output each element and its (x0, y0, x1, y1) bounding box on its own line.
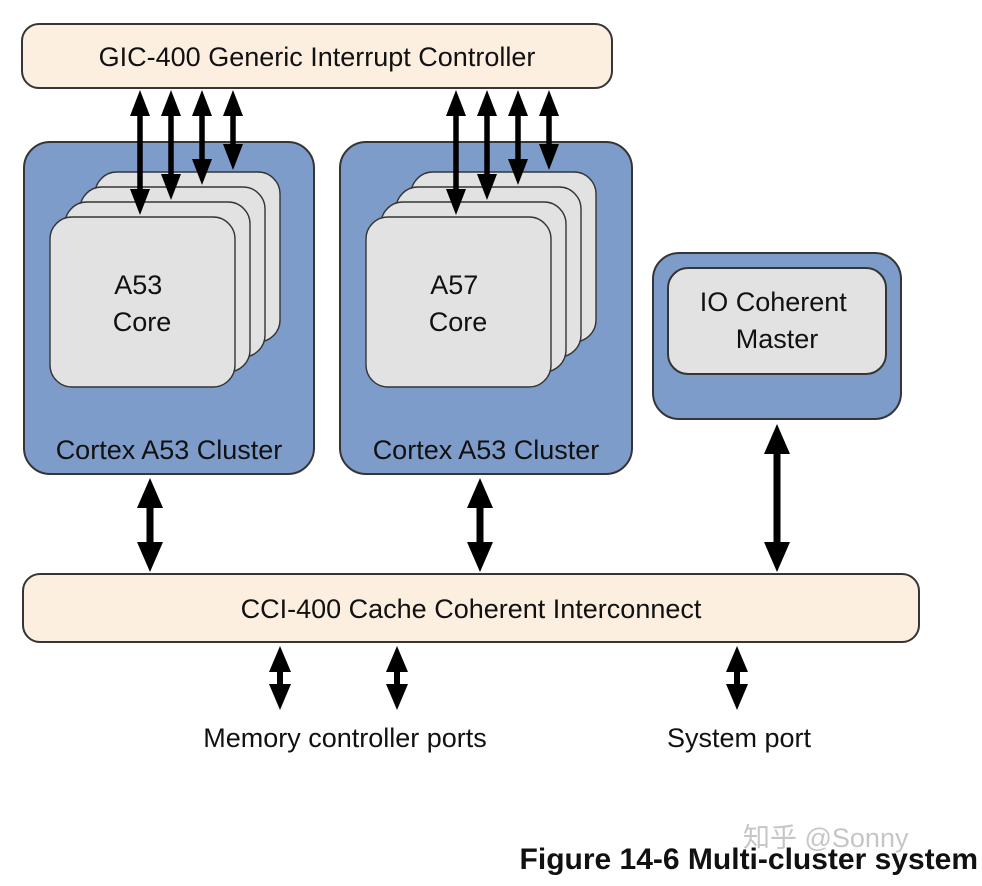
gic-a53-arrow-3 (192, 90, 212, 185)
io-coherent-master-label: IO Coherent Master (700, 287, 855, 354)
a57-core-card-1 (365, 216, 552, 388)
io-coherent-master-inner-box (667, 267, 887, 375)
a57-core-label-line2: Core (429, 307, 488, 337)
system-port-label: System port (667, 723, 812, 753)
system-port-arrow (726, 646, 748, 710)
gic-a57-arrow-1 (446, 90, 466, 215)
a53-core-card-1 (49, 216, 236, 388)
gic-a53-arrow-1 (130, 90, 150, 215)
a53-core-label-line2: Core (113, 307, 172, 337)
a53-core-label: A53 Core (113, 270, 172, 337)
a53-cci-arrow (137, 478, 163, 572)
gic-controller-box (21, 23, 613, 89)
io-coherent-master-label-line2: Master (736, 324, 819, 354)
gic-a53-arrow-4 (223, 90, 243, 170)
a53-core-label-line1: A53 (114, 270, 162, 300)
a57-cci-arrow (467, 478, 493, 572)
a53-cluster: A53 Core Cortex A53 Cluster (23, 141, 315, 475)
a57-core-label-line1: A57 (430, 270, 478, 300)
gic-a53-arrow-2 (161, 90, 181, 200)
figure-caption: Figure 14-6 Multi-cluster system (520, 843, 978, 876)
gic-controller: GIC-400 Generic Interrupt Controller (21, 23, 613, 89)
gic-a57-arrow-2 (477, 90, 497, 200)
gic-a57-arrow-4 (539, 90, 559, 170)
a57-core-label: A57 Core (429, 270, 488, 337)
io-cci-arrow (764, 424, 790, 572)
memory-ports-label: Memory controller ports (203, 723, 487, 753)
a57-cluster: A57 Core Cortex A53 Cluster (339, 141, 633, 475)
a53-cluster-label: Cortex A53 Cluster (56, 435, 283, 465)
a57-cluster-label: Cortex A53 Cluster (373, 435, 600, 465)
io-coherent-master-label-line1: IO Coherent (700, 287, 848, 317)
cci-interconnect-label: CCI-400 Cache Coherent Interconnect (241, 594, 702, 624)
gic-controller-label: GIC-400 Generic Interrupt Controller (99, 42, 536, 72)
watermark: 知乎 @Sonny (743, 823, 909, 853)
memory-port-arrow-2 (386, 646, 408, 710)
io-coherent-master: IO Coherent Master (652, 252, 902, 420)
cci-interconnect-box (22, 573, 920, 643)
memory-port-arrow-1 (269, 646, 291, 710)
cci-interconnect: CCI-400 Cache Coherent Interconnect (22, 573, 920, 643)
gic-a57-arrow-3 (508, 90, 528, 185)
